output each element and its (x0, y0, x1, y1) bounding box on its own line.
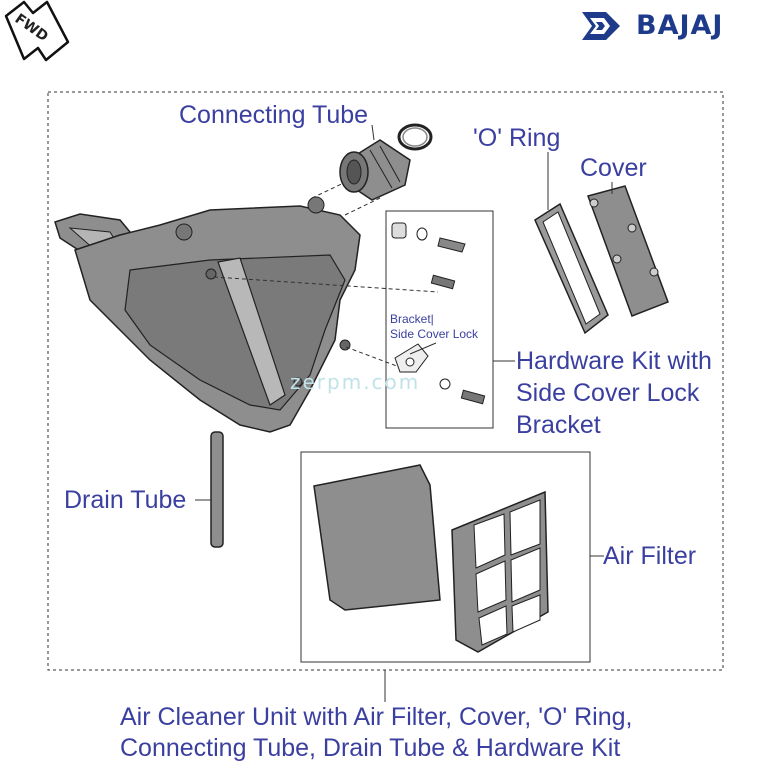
label-hardware-kit-line2: Side Cover Lock (516, 379, 700, 407)
leader-bracket (409, 342, 437, 355)
caption-line1: Air Cleaner Unit with Air Filter, Cover,… (120, 703, 633, 731)
label-drain-tube: Drain Tube (64, 486, 187, 514)
hardware-parts (391, 222, 486, 405)
label-cover: Cover (580, 154, 647, 182)
diagram-caption: Air Cleaner Unit with Air Filter, Cover,… (120, 702, 633, 764)
watermark: zerpm.com (290, 370, 421, 394)
caption-line2: Connecting Tube, Drain Tube & Hardware K… (120, 734, 621, 762)
label-hardware-kit-line1: Hardware Kit with (516, 347, 712, 375)
label-air-filter: Air Filter (603, 542, 697, 570)
connecting-tube (339, 123, 433, 201)
label-bracket-line2: Side Cover Lock (390, 327, 479, 341)
label-connecting-tube: Connecting Tube (179, 101, 369, 129)
o-ring (534, 202, 609, 335)
drain-tube (210, 431, 224, 548)
leader-connecting-tube (371, 124, 375, 141)
hardware-kit-box (385, 210, 494, 429)
forward-arrow-icon (4, 0, 70, 62)
air-cleaner-housing (54, 196, 361, 433)
bajaj-logo-icon (582, 12, 620, 40)
label-bracket-line1: Bracket| (390, 312, 434, 326)
air-filter-parts (313, 464, 549, 653)
brand-name: BAJAJ (636, 10, 724, 41)
label-o-ring: 'O' Ring (473, 124, 561, 152)
label-hardware-kit-line3: Bracket (516, 411, 601, 439)
cover (587, 185, 669, 317)
